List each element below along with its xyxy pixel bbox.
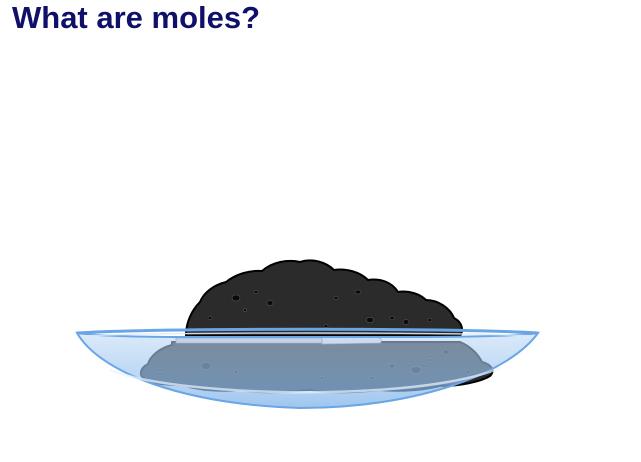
slide-title: What are moles?	[12, 0, 261, 35]
watch-glass-dish	[75, 327, 541, 410]
